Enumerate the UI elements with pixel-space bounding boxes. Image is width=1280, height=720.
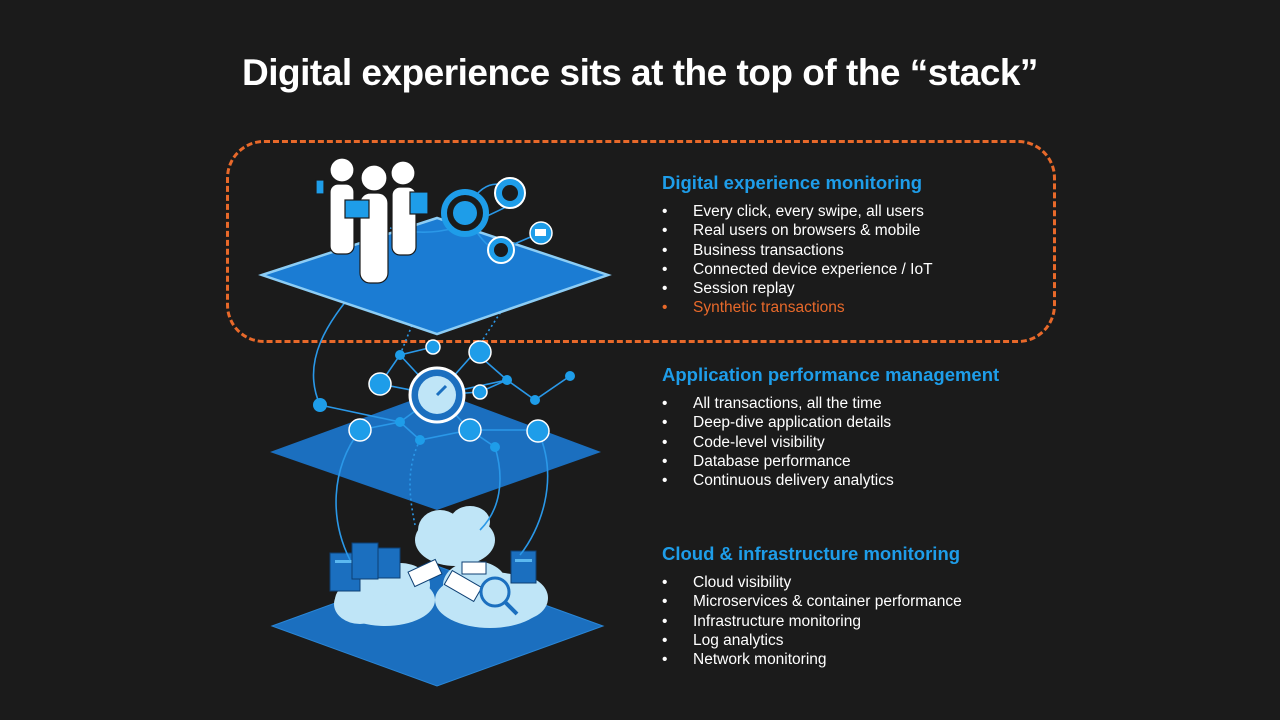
list-item: Microservices & container performance [662, 592, 962, 612]
container-icon [407, 558, 487, 603]
chat-icon [368, 372, 392, 396]
nodejs-icon [458, 418, 482, 442]
infrastructure-layer [270, 506, 605, 687]
small-node-icon [425, 339, 441, 355]
location-icon [526, 419, 550, 443]
list-item: Database performance [662, 452, 999, 472]
cart-icon [529, 221, 553, 245]
user-figures [315, 157, 429, 284]
cluster-icon [468, 340, 492, 364]
dem-highlight-frame [226, 140, 1056, 343]
apm-list: All transactions, all the time Deep-dive… [662, 394, 999, 491]
dem-list: Every click, every swipe, all users Real… [662, 202, 933, 318]
gauge-icon [408, 366, 466, 424]
apm-section: Application performance management All t… [662, 364, 1000, 491]
dem-section: Digital experience monitoring Every clic… [662, 172, 933, 318]
list-item: Code-level visibility [662, 433, 999, 453]
list-item-highlight: Synthetic transactions [662, 298, 933, 318]
list-item: Connected device experience / IoT [662, 260, 933, 280]
cim-list: Cloud visibility Microservices & contain… [662, 573, 962, 670]
java-icon [472, 384, 488, 400]
experience-layer [258, 157, 612, 336]
list-item: Session replay [662, 279, 933, 299]
list-item: Deep-dive application details [662, 413, 999, 433]
apm-heading: Application performance management [662, 364, 1000, 385]
list-item: All transactions, all the time [662, 394, 999, 414]
node-icon [348, 418, 372, 442]
list-item: Real users on browsers & mobile [662, 221, 933, 241]
ring-icon [441, 177, 526, 264]
magnifier-icon [479, 576, 519, 616]
list-item: Business transactions [662, 241, 933, 261]
list-item: Cloud visibility [662, 573, 962, 593]
list-item: Infrastructure monitoring [662, 612, 962, 632]
cim-section: Cloud & infrastructure monitoring Cloud … [662, 543, 962, 670]
dem-heading: Digital experience monitoring [662, 172, 923, 193]
list-item: Every click, every swipe, all users [662, 202, 933, 222]
server-icon [329, 542, 537, 592]
cim-heading: Cloud & infrastructure monitoring [662, 543, 961, 564]
page-title: Digital experience sits at the top of th… [242, 52, 1038, 93]
list-item: Network monitoring [662, 650, 962, 670]
list-item: Continuous delivery analytics [662, 471, 999, 491]
list-item: Log analytics [662, 631, 962, 651]
